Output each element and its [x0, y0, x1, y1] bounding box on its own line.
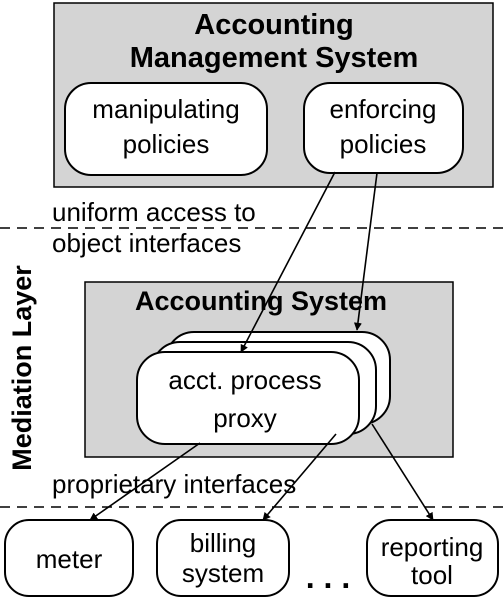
reporting-tool-line1: reporting	[381, 532, 484, 562]
accounting-system-title: Accounting System	[135, 286, 387, 316]
proxy-box-front	[136, 351, 360, 445]
proxy-line2: proxy	[213, 403, 277, 433]
manipulating-policies-line2: policies	[123, 129, 210, 159]
mediation-layer-label: Mediation Layer	[7, 265, 37, 471]
manipulating-policies-box	[64, 82, 268, 176]
enforcing-policies-line1: enforcing	[330, 94, 437, 124]
arrow-proxy-to-reporting	[371, 423, 434, 521]
proxy-line1: acct. process	[168, 365, 321, 395]
billing-system-line2: system	[182, 558, 264, 588]
enforcing-policies-box	[303, 82, 464, 174]
arrow-proxy-to-meter	[89, 442, 201, 521]
ellipsis-label: . . .	[306, 559, 350, 595]
arrow-enforcing-to-proxy-front	[240, 171, 336, 353]
arrow-proxy-to-billing	[262, 433, 337, 521]
ams-title-line1: Accounting	[194, 9, 354, 41]
billing-system-line1: billing	[190, 528, 257, 558]
uniform-access-line1: uniform access to	[52, 197, 256, 227]
meter-label: meter	[36, 544, 103, 574]
billing-system-box	[156, 519, 290, 597]
enforcing-policies-line2: policies	[340, 129, 427, 159]
uniform-access-line2: object interfaces	[52, 228, 241, 258]
arrow-enforcing-to-proxy-back	[353, 172, 378, 331]
proprietary-interfaces-label: proprietary interfaces	[52, 469, 296, 499]
meter-box	[4, 519, 134, 597]
reporting-tool-line2: tool	[411, 560, 453, 590]
manipulating-policies-line1: manipulating	[92, 94, 239, 124]
ams-title-line2: Management System	[130, 42, 419, 74]
